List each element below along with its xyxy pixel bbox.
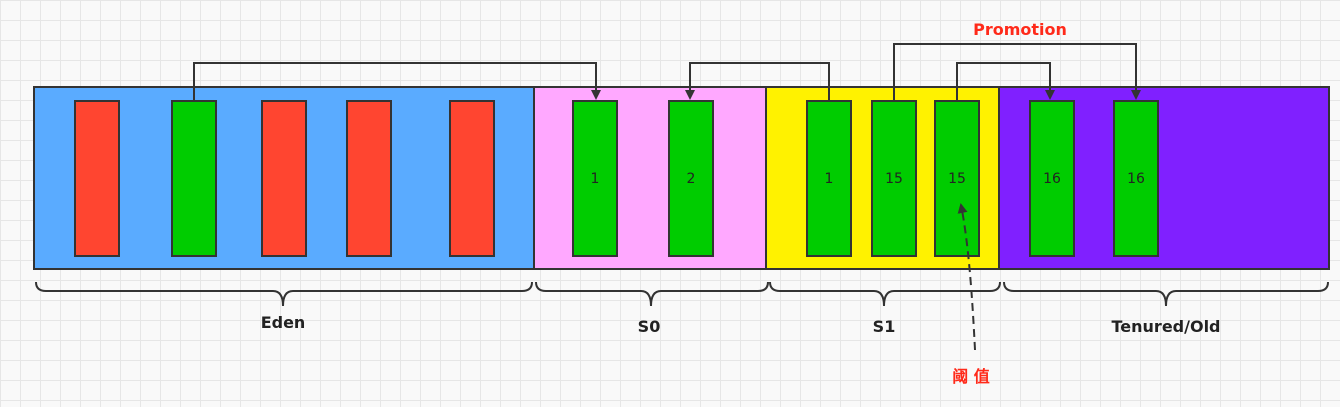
s1-object: 1 [806,100,852,257]
eden-dead-object [346,100,392,257]
eden-dead-object [74,100,120,257]
s1-to-old-arrow [956,62,1055,100]
s0-label: S0 [637,317,661,336]
s1-brace [769,281,1001,307]
threshold-label: 阈 值 [952,367,990,386]
old-object: 16 [1113,100,1159,257]
old-object: 16 [1029,100,1075,257]
s0-object: 1 [572,100,618,257]
eden-brace [35,281,533,307]
eden-label: Eden [260,313,306,332]
old-brace [1003,281,1329,307]
s1-label: S1 [872,317,896,336]
old-label: Tenured/Old [1111,317,1221,336]
promotion-label: Promotion [973,20,1067,39]
s1-object: 15 [934,100,980,257]
threshold-arrow [957,203,976,351]
s1-to-s0-arrow [685,62,830,100]
eden-dead-object [449,100,495,257]
promotion-arrow [893,43,1141,100]
s1-object: 15 [871,100,917,257]
eden-to-s0-arrow [193,62,601,100]
eden-dead-object [261,100,307,257]
s0-brace [535,281,769,307]
s0-object: 2 [668,100,714,257]
eden-live-object [171,100,217,257]
